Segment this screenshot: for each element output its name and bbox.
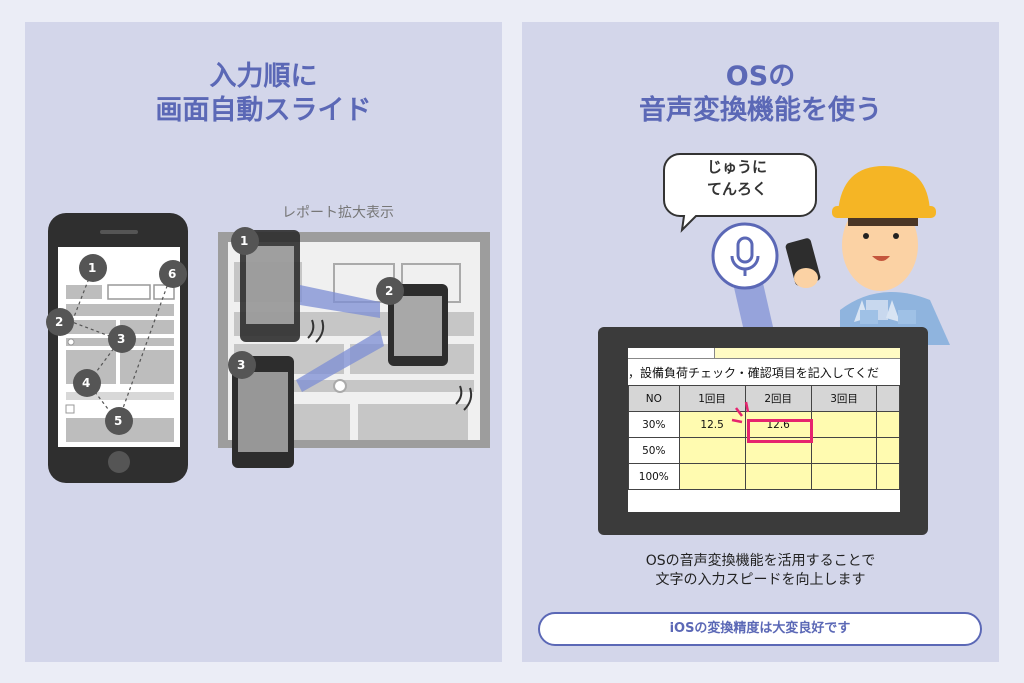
speech-line2: てんろく: [706, 180, 767, 198]
step-4: 4: [82, 376, 91, 390]
caption: OSの音声変換機能を活用することで 文字の入力スピードを向上します: [522, 552, 999, 590]
table-cell[interactable]: [810, 463, 878, 490]
table-cell[interactable]: [876, 437, 900, 464]
zoom-step-3: 3: [237, 358, 246, 372]
step-2: 2: [55, 315, 64, 329]
left-title: 入力順に 画面自動スライド: [25, 60, 502, 128]
right-title-line1: OSの: [725, 61, 796, 92]
table-header-row: NO 1回目 2回目 3回目: [628, 385, 900, 412]
speech-bubble: [663, 153, 817, 233]
table-cell[interactable]: [876, 463, 900, 490]
row-label: 30%: [628, 411, 680, 438]
table-cell[interactable]: [744, 463, 812, 490]
right-title: OSの 音声変換機能を使う: [522, 60, 999, 128]
step-markers: [46, 254, 187, 435]
zoom-step-1: 1: [240, 234, 249, 248]
header-extra: [876, 385, 900, 412]
step-3: 3: [117, 332, 126, 346]
step-5: 5: [114, 414, 123, 428]
header-1st: 1回目: [678, 385, 746, 412]
header-2nd: 2回目: [744, 385, 812, 412]
row-label: 100%: [628, 463, 680, 490]
zoom-step-2: 2: [385, 284, 394, 298]
microphone-icon: [711, 222, 779, 340]
left-title-line1: 入力順に: [209, 61, 318, 92]
table-cell[interactable]: [810, 437, 878, 464]
table-cell-active[interactable]: 12.6: [744, 411, 812, 438]
sheet-top-row: [628, 348, 900, 359]
table-row: 100%: [628, 463, 900, 490]
step-1: 1: [88, 261, 97, 275]
table-cell[interactable]: [678, 463, 746, 490]
table-cell[interactable]: [810, 411, 878, 438]
right-title-line2: 音声変換機能を使う: [639, 95, 882, 126]
spreadsheet-screen: ，設備負荷チェック・確認項目を記入してくだ NO 1回目 2回目 3回目 30%…: [628, 348, 900, 512]
step-6: 6: [168, 267, 177, 281]
active-cell-highlight: [747, 419, 813, 443]
row-label: 50%: [628, 437, 680, 464]
report-zoom-view: [218, 227, 490, 468]
table-row: 30% 12.5 12.6: [628, 411, 900, 438]
caption-line2: 文字の入力スピードを向上します: [655, 572, 866, 588]
header-no: NO: [628, 385, 680, 412]
caption-line1: OSの音声変換機能を活用することで: [645, 553, 876, 569]
speech-line1: じゅうに: [706, 158, 767, 176]
table-cell[interactable]: [678, 437, 746, 464]
header-3rd: 3回目: [810, 385, 878, 412]
speech-bubble-text: じゅうに てんろく: [662, 150, 812, 216]
check-table: NO 1回目 2回目 3回目 30% 12.5 12.6 50% 100%: [628, 385, 900, 490]
ios-accuracy-pill: iOSの変換精度は大変良好です: [538, 612, 982, 646]
left-title-line2: 画面自動スライド: [155, 95, 372, 126]
report-zoom-label: レポート拡大表示: [282, 205, 394, 221]
sheet-title: ，設備負荷チェック・確認項目を記入してくだ: [628, 366, 880, 380]
table-cell[interactable]: 12.5: [678, 411, 746, 438]
table-cell[interactable]: [876, 411, 900, 438]
